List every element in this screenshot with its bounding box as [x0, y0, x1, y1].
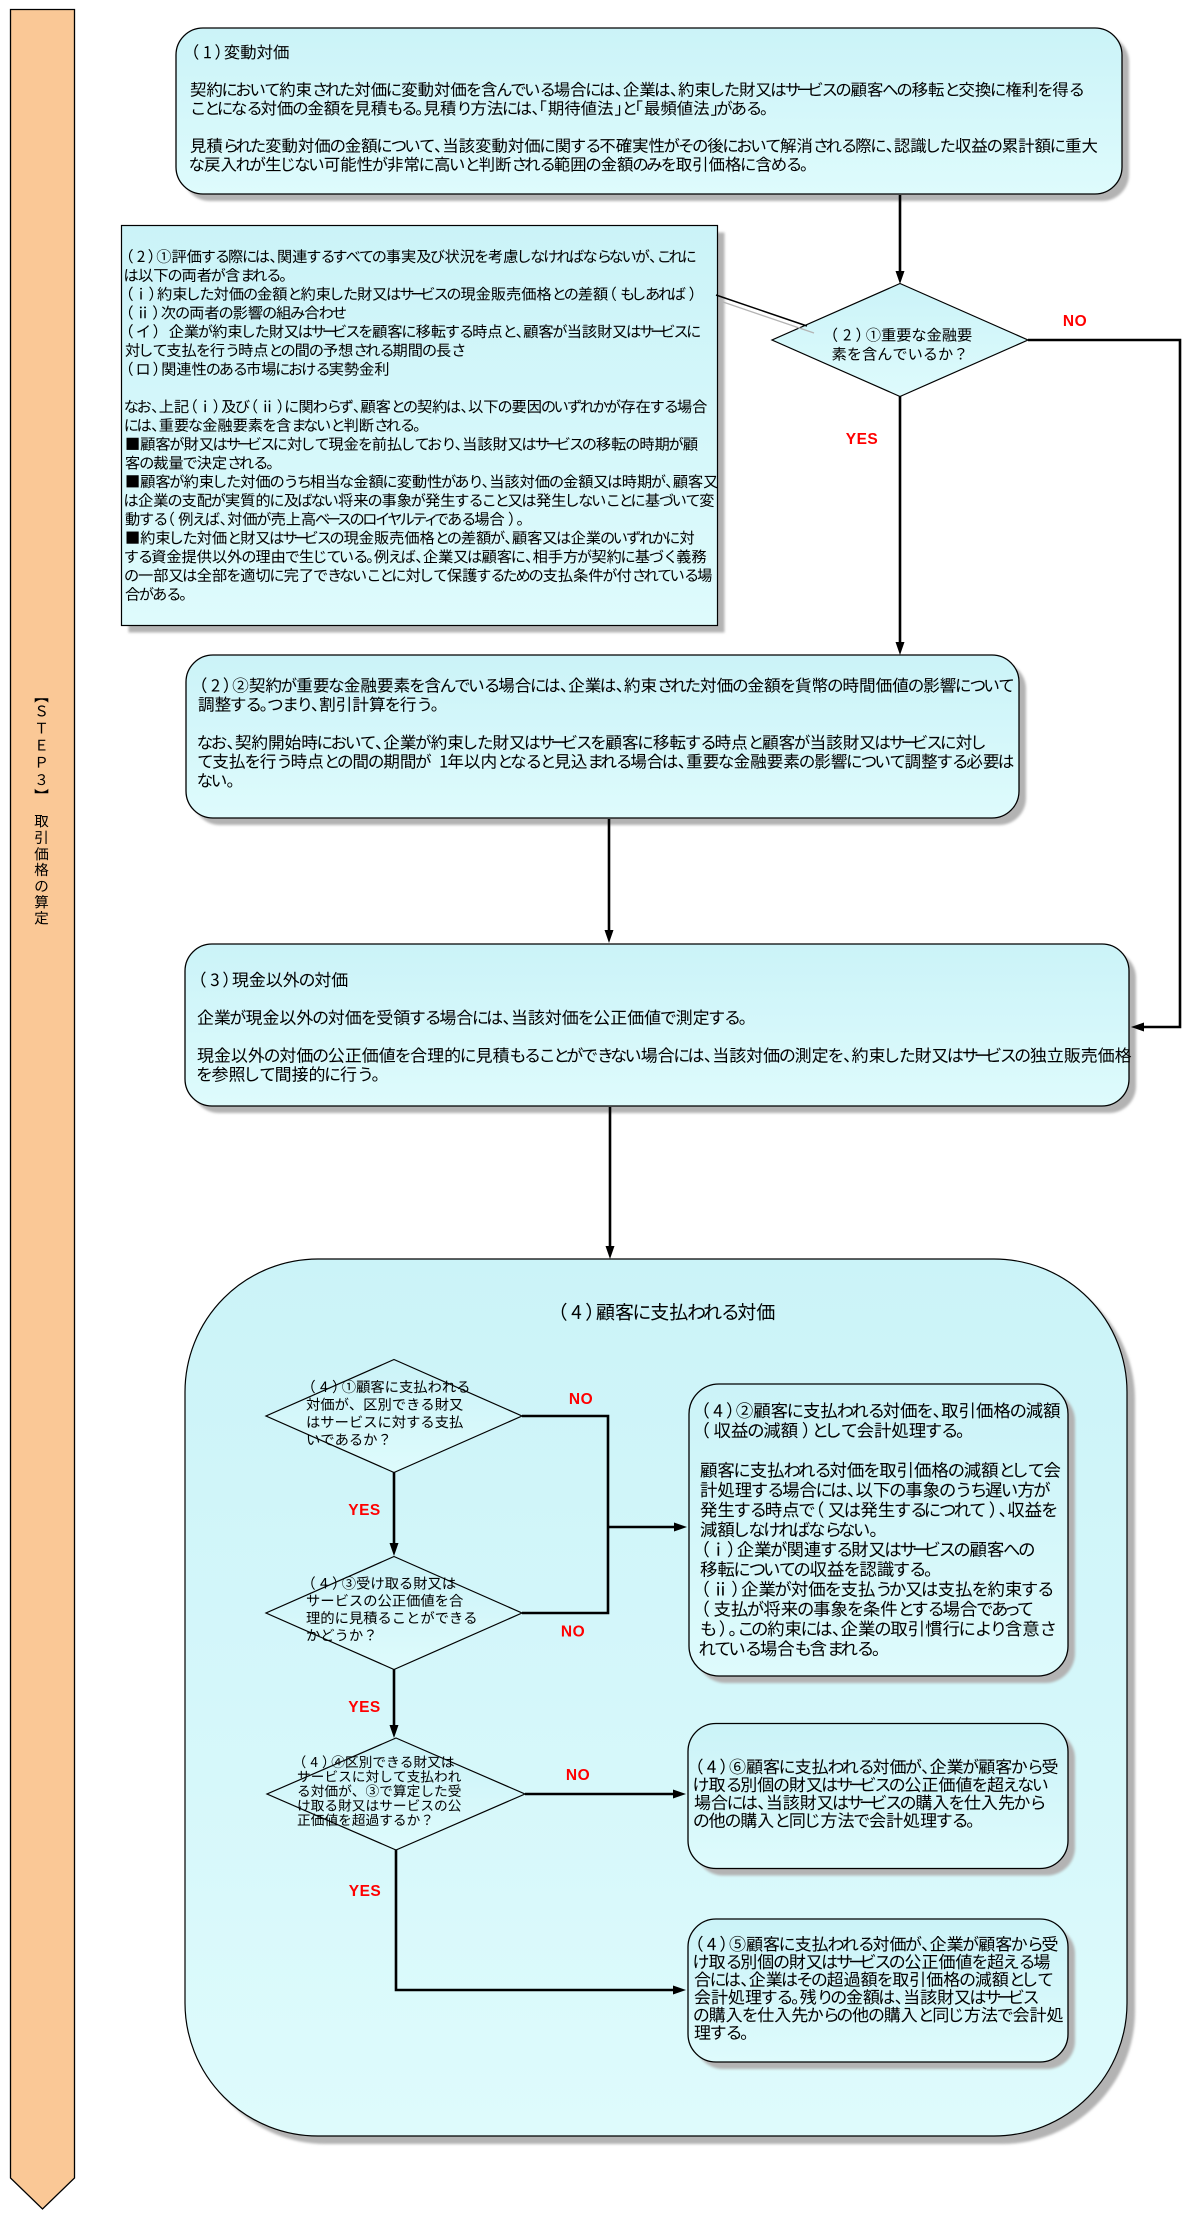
svg-text:NO: NO: [1063, 313, 1087, 330]
svg-text:NO: NO: [561, 1624, 585, 1641]
svg-text:YES: YES: [348, 1699, 381, 1716]
svg-text:YES: YES: [846, 431, 879, 448]
svg-text:NO: NO: [566, 1767, 590, 1784]
svg-text:YES: YES: [348, 1502, 381, 1519]
svg-text:NO: NO: [569, 1391, 593, 1408]
svg-text:YES: YES: [349, 1883, 382, 1900]
